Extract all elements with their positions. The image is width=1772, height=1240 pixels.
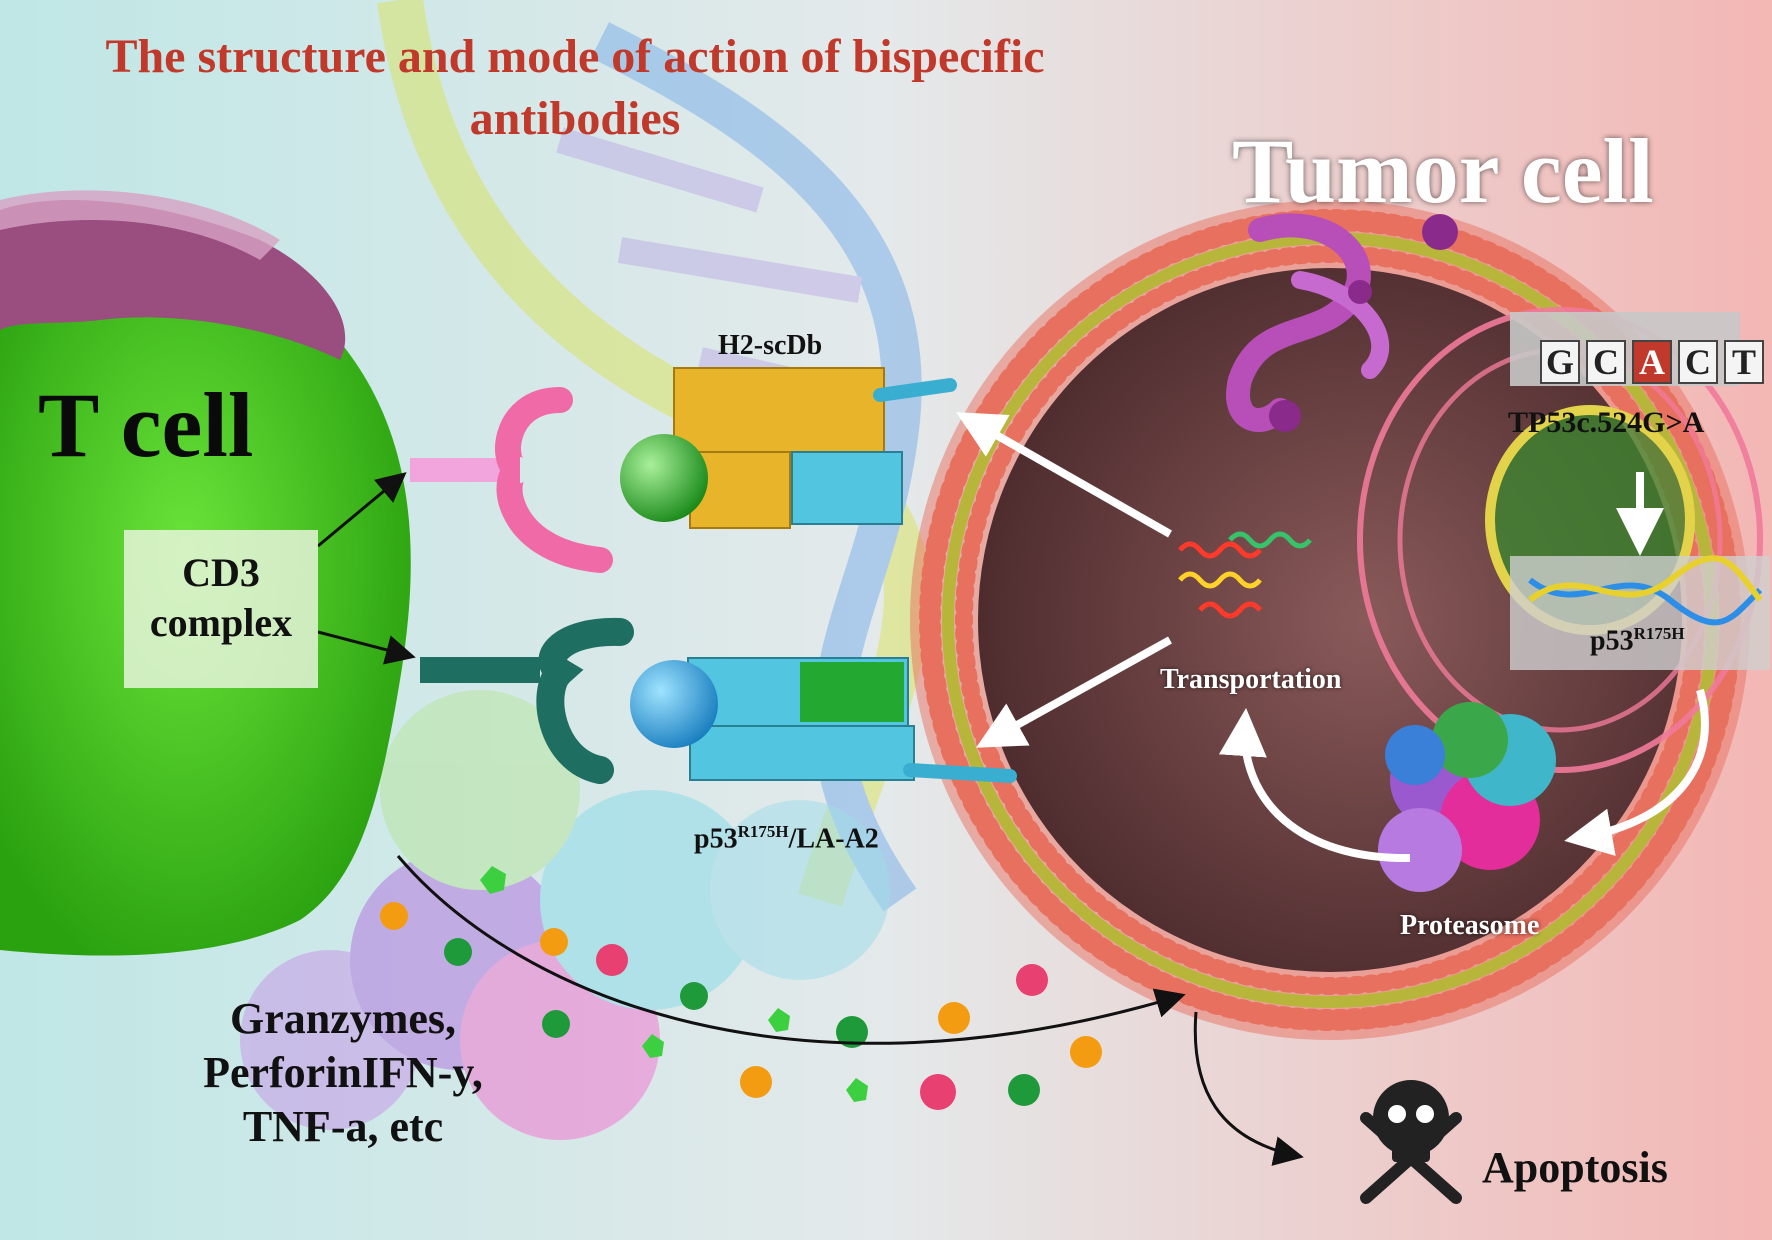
mutation-label: TP53c.524G>A [1508, 406, 1705, 439]
cytokines-label: Granzymes, PerforinIFN-y, TNF-a, etc [203, 994, 483, 1151]
p53-hla-suffix: /LA-A2 [788, 823, 879, 855]
tumor-cell-label: Tumor cell [1232, 120, 1654, 222]
p53-hla-label: p53R175H/LA-A2 [694, 822, 879, 855]
transport-arrows [956, 412, 1709, 863]
cd3-receptor-top [410, 387, 613, 573]
apoptosis-label: Apoptosis [1482, 1143, 1668, 1192]
p53-mutant-label: p53R175H [1590, 624, 1685, 657]
tumor-cell-body [910, 200, 1763, 1040]
p53-hla-prefix: p53 [694, 823, 738, 855]
cytotoxic-release-arrow [396, 855, 1186, 1045]
dna-helix-icon [1510, 555, 1770, 670]
sequence-letter: G [1540, 340, 1580, 384]
cytokine-particles [380, 866, 1102, 1110]
proteasome-complex [1378, 702, 1556, 892]
sequence-letter: T [1724, 340, 1764, 384]
t-cell-label: T cell [38, 374, 254, 476]
sequence-letter: A [1632, 340, 1672, 384]
cd3-complex-label: CD3 complex [149, 550, 293, 645]
p53-mutant-superscript: R175H [1633, 624, 1685, 643]
proteasome-label: Proteasome [1400, 910, 1540, 941]
cd3-label-box [124, 530, 318, 688]
p53-hla-antibody [630, 657, 1017, 783]
p53-hla-superscript: R175H [737, 822, 789, 841]
h2-scdb-label: H2-scDb [718, 330, 823, 361]
cd3-pointer-arrows [317, 472, 416, 665]
sequence-letter: C [1678, 340, 1718, 384]
cd3-receptor-bottom [420, 617, 634, 784]
apoptosis-arrow [1193, 1011, 1304, 1166]
rna-strand-icon [1178, 531, 1312, 619]
skull-crossbones-icon [1360, 1080, 1462, 1204]
transportation-label: Transportation [1160, 664, 1342, 695]
p53-mutant-prefix: p53 [1590, 625, 1634, 657]
diagram-title: The structure and mode of action of bisp… [105, 30, 1045, 145]
h2-scdb-antibody [620, 367, 957, 529]
sequence-letter: C [1586, 340, 1626, 384]
